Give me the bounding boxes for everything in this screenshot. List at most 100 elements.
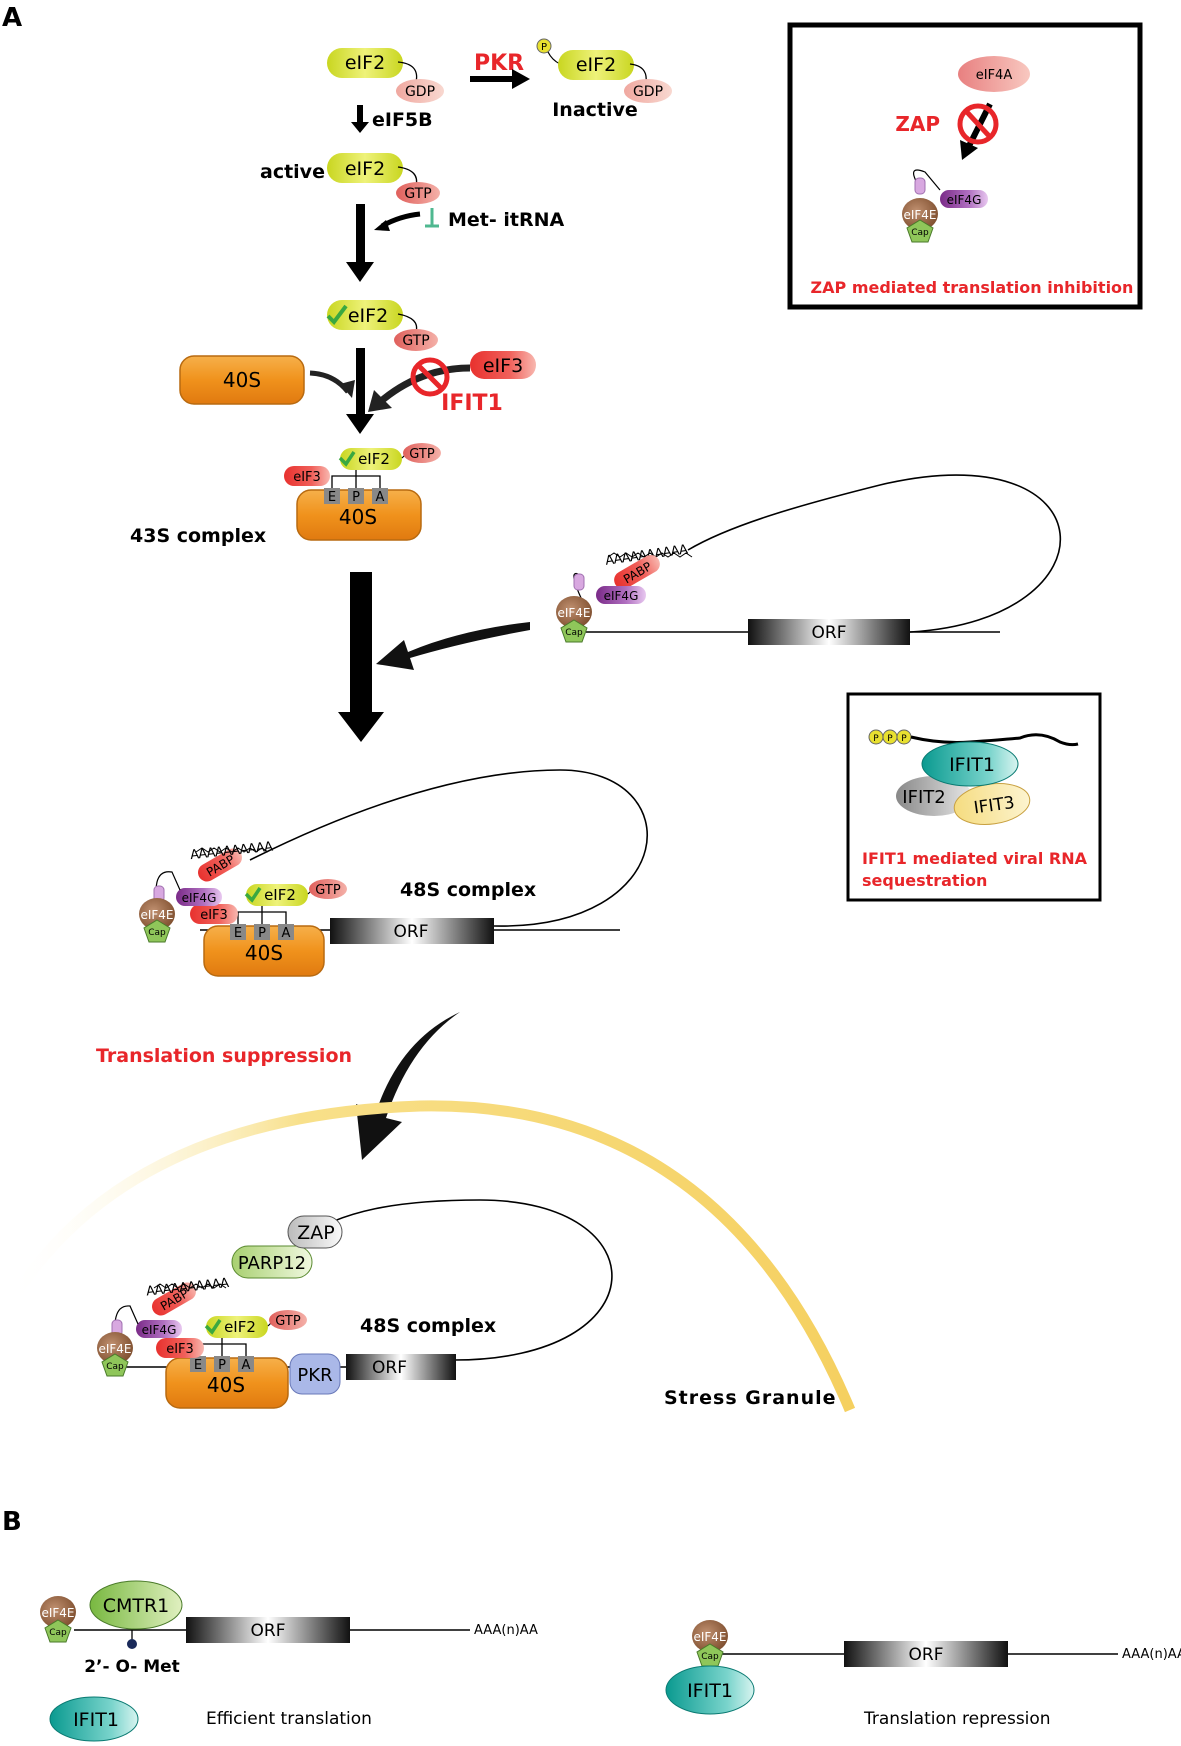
cap-label: Cap: [565, 628, 583, 638]
e-site: E: [328, 490, 336, 505]
e-site: E: [234, 926, 242, 941]
p-site: P: [352, 490, 360, 505]
suppression-arrow: [356, 1012, 460, 1160]
eif2-label: eIF2: [264, 886, 296, 904]
e-site: E: [194, 1358, 202, 1373]
orf-label: ORF: [909, 1645, 944, 1665]
ifit1-label: IFIT1: [73, 1709, 119, 1731]
eif5b-arrow: [351, 105, 369, 133]
cap-label: Cap: [106, 1362, 124, 1372]
met-itrna-arrow: [380, 211, 421, 229]
stress-granule-label: Stress Granule: [664, 1387, 837, 1409]
p-site: P: [258, 926, 266, 941]
orf-label: ORF: [251, 1621, 286, 1641]
mrna-ifit1-construct: ORF AAA(n)AA eIF4E Cap IFIT1: [665, 1620, 1181, 1715]
phospho-label: P: [541, 42, 547, 53]
aaa-n-aa-label: AAA(n)AA: [1122, 1647, 1181, 1662]
zap-inhibition-box: eIF4A ZAP eIF4G eIF4E Cap ZAP mediated t…: [787, 22, 1143, 310]
40s-label: 40S: [245, 941, 283, 965]
40s-arrow: [309, 370, 350, 394]
gdp-label: GDP: [633, 84, 663, 100]
mrna-join-arrow: [376, 622, 530, 670]
eif2-label: eIF2: [576, 54, 616, 76]
ifit1-label: IFIT1: [687, 1680, 733, 1702]
panel-b-label: B: [2, 1507, 22, 1537]
complex-48s-first: ORF 40S E P A eIF2 GTP eIF3 eIF4G PABP A…: [139, 769, 648, 977]
eif4e-label: eIF4E: [557, 606, 590, 620]
complex-48s-label-2: 48S complex: [360, 1315, 496, 1337]
eif2-label: eIF2: [358, 450, 390, 468]
orf-label: ORF: [372, 1358, 407, 1378]
eif2-gdp-top: eIF2 GDP: [327, 48, 444, 103]
40s-label: 40S: [339, 505, 377, 529]
eif2-gdp-inactive: P eIF2 GDP Inactive: [536, 38, 672, 121]
eif2-label: eIF2: [224, 1318, 256, 1336]
eif4g-label: eIF4G: [947, 193, 982, 207]
phospho-label: P: [873, 734, 879, 744]
40s-label: 40S: [207, 1373, 245, 1397]
inactive-label: Inactive: [552, 99, 638, 121]
pkr-box-label: PKR: [297, 1365, 332, 1386]
phospho-label: P: [887, 734, 893, 744]
eif3-label: eIF3: [166, 1342, 194, 1357]
gtp-label: GTP: [315, 883, 341, 898]
eif2-gtp-active: eIF2 GTP: [327, 153, 440, 204]
no-symbol-ifit1: [410, 357, 450, 397]
pkr-arrow: [470, 69, 530, 89]
translation-repression-label: Translation repression: [863, 1709, 1051, 1729]
met-itrna-label: Met- itRNA: [448, 209, 565, 231]
met-itrna-glyph: [425, 208, 439, 228]
a-site: A: [242, 1358, 251, 1373]
eif2-label: eIF2: [345, 158, 385, 180]
complex-43s-label: 43S complex: [130, 525, 266, 547]
eif2-trna-gtp: eIF2 GTP: [326, 300, 438, 351]
ifit-box-caption-2: sequestration: [862, 871, 987, 890]
eif4e-label: eIF4E: [693, 1630, 726, 1644]
eif4g-label: eIF4G: [142, 1323, 177, 1337]
stress-granule-arc: [1, 1100, 856, 1413]
ifit2-label: IFIT2: [902, 787, 945, 808]
mrna-cmtr1-construct: ORF AAA(n)AA eIF4E Cap CMTR1 2’- O- Met: [40, 1580, 538, 1677]
40s-label: 40S: [223, 368, 261, 392]
aaa-n-aa-label: AAA(n)AA: [474, 1623, 538, 1638]
ifit1-inhibitor-label: IFIT1: [441, 391, 503, 416]
gtp-label: GTP: [402, 333, 429, 349]
phospho-label: P: [901, 734, 907, 744]
eif3-arrow: [377, 364, 471, 405]
zap-box-caption: ZAP mediated translation inhibition: [811, 278, 1134, 297]
eif3-label: eIF3: [200, 908, 228, 923]
gtp-label: GTP: [275, 1314, 301, 1329]
complex-43s: 40S E P A eIF2 GTP eIF3: [284, 443, 441, 541]
cap-label: Cap: [911, 228, 929, 238]
complex-48s-label-1: 48S complex: [400, 879, 536, 901]
ifit1-label: IFIT1: [949, 754, 995, 776]
parp12-label: PARP12: [238, 1253, 306, 1274]
cap-label: Cap: [49, 1628, 67, 1638]
ifit-sequestration-box: P P P IFIT2 IFIT3 IFIT1 IFIT1 mediated v…: [846, 692, 1102, 902]
panel-a-label: A: [2, 3, 22, 33]
gtp-label: GTP: [409, 447, 435, 462]
active-label: active: [260, 161, 325, 183]
eif5b-label: eIF5B: [372, 109, 433, 131]
eif3-label: eIF3: [483, 355, 523, 377]
p-site: P: [218, 1358, 226, 1373]
orf-label: ORF: [812, 623, 847, 643]
eif4e-label: eIF4E: [140, 908, 173, 922]
eif4e-label: eIF4E: [903, 208, 936, 222]
gtp-label: GTP: [404, 186, 431, 202]
a-site: A: [282, 926, 291, 941]
eif2-label: eIF2: [345, 52, 385, 74]
gdp-label: GDP: [405, 84, 435, 100]
translation-suppression-label: Translation suppression: [96, 1045, 352, 1067]
eif4e-label: eIF4E: [98, 1342, 131, 1356]
zap-protein-label: ZAP: [297, 1222, 334, 1244]
zap-label: ZAP: [895, 112, 940, 136]
ribosome-40s-free: 40S: [179, 355, 305, 405]
main-arrow-3: [338, 572, 384, 742]
main-arrow-2: [346, 348, 374, 434]
cap-label: Cap: [148, 928, 166, 938]
eif2-label: eIF2: [348, 305, 388, 327]
orf-label: ORF: [394, 922, 429, 942]
eif4a-label: eIF4A: [976, 68, 1013, 83]
